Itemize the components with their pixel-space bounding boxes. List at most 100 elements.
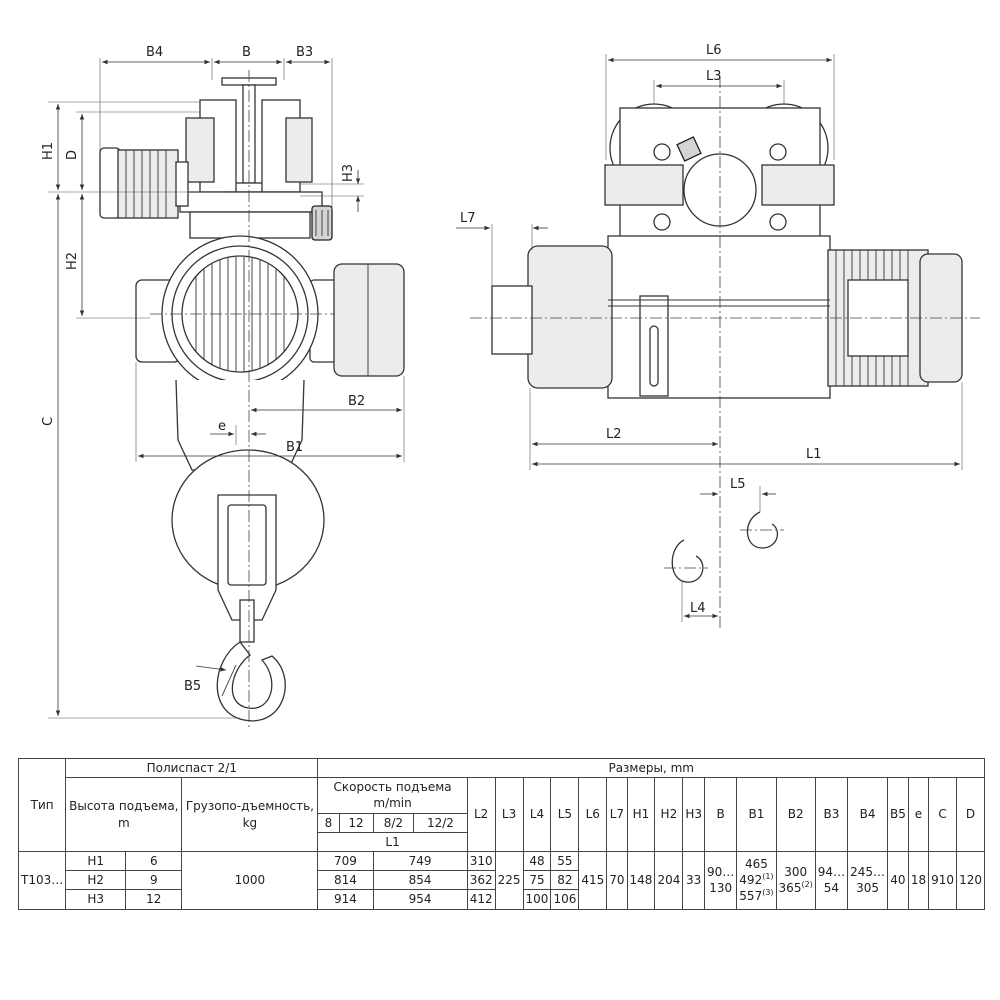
- col-b: B: [704, 777, 738, 852]
- col-l7: L7: [606, 777, 628, 852]
- side-dimensions: [456, 54, 963, 622]
- row-l1b: 749: [372, 850, 468, 872]
- col-e: e: [907, 777, 930, 852]
- col-h1: H1: [626, 777, 656, 852]
- value-b1-c: 557: [739, 889, 763, 904]
- value-d: 120: [956, 850, 985, 910]
- capacity-value: 1000: [181, 850, 319, 910]
- trolley: [179, 99, 333, 241]
- col-b3: B3: [814, 777, 849, 852]
- label-d: D: [65, 150, 80, 160]
- row-l5: 82: [550, 870, 580, 891]
- value-c: 910: [928, 850, 958, 910]
- row-l2: 310: [466, 850, 496, 872]
- label-l3: L3: [706, 69, 722, 84]
- label-l5: L5: [730, 477, 746, 492]
- col-l6: L6: [578, 777, 608, 852]
- col-l4: L4: [522, 777, 552, 852]
- value-b4-top: 245…: [850, 865, 885, 880]
- col-b5: B5: [886, 777, 909, 852]
- row-l1a: 814: [317, 870, 374, 891]
- row-h: H1: [65, 850, 127, 872]
- col-l2: L2: [466, 777, 496, 852]
- label-b4: B4: [146, 45, 163, 60]
- hook-symbols: [664, 511, 784, 583]
- row-l1a: 914: [317, 889, 374, 910]
- lift-height-header: Высота подъема, m: [65, 777, 183, 852]
- col-b1: B1: [736, 777, 777, 852]
- label-h3: H3: [341, 164, 356, 182]
- value-h1: 148: [626, 850, 656, 910]
- value-b2-b: 365: [778, 881, 802, 896]
- table-row: T103… H1 6 1000 709 749 310 225 48 55 41…: [17, 850, 985, 910]
- value-b3-bottom: 54: [823, 881, 840, 896]
- value-b4: 245…305: [847, 850, 888, 910]
- speed-12-2: 12/2: [413, 812, 468, 833]
- col-b2: B2: [775, 777, 816, 852]
- label-b: B: [242, 45, 251, 60]
- hoist-drawing: B4 B B3 H1 D H3 H2 C e B2 B1 B5: [41, 43, 980, 730]
- value-l6: 415: [578, 850, 608, 910]
- travel-motor: [99, 147, 189, 219]
- value-e: 18: [907, 850, 930, 910]
- side-trolley: [604, 103, 835, 239]
- value-b-bottom: 130: [709, 881, 733, 896]
- label-l4: L4: [690, 601, 706, 616]
- value-b5: 40: [886, 850, 909, 910]
- value-b: 90…130: [704, 850, 738, 910]
- label-l7: L7: [460, 211, 476, 226]
- value-b1-b: 492: [739, 873, 763, 888]
- front-view: B4 B B3 H1 D H3 H2 C e B2 B1 B5: [41, 45, 405, 730]
- label-l2: L2: [606, 427, 622, 442]
- spec-table: Тип Полиспаст 2/1 Размеры, mm Высота под…: [17, 757, 985, 910]
- speed-12: 12: [338, 812, 374, 833]
- label-h2: H2: [65, 252, 80, 270]
- value-l3: 225: [494, 850, 524, 910]
- label-e: e: [218, 419, 226, 434]
- value-b2-a: 300: [784, 865, 808, 880]
- side-drum: [491, 235, 963, 399]
- label-l6: L6: [706, 43, 722, 58]
- row-l5: 55: [550, 850, 580, 872]
- col-c: C: [928, 777, 958, 852]
- hook-block: [171, 449, 325, 722]
- label-b5: B5: [184, 679, 201, 694]
- label-h1: H1: [41, 142, 56, 160]
- value-b3: 94…54: [814, 850, 849, 910]
- row-l1b: 954: [372, 889, 468, 910]
- speed-header: Скорость подъема m/min: [317, 777, 468, 814]
- row-h: H3: [65, 889, 127, 910]
- value-h3: 33: [682, 850, 706, 910]
- row-l2: 362: [466, 870, 496, 891]
- note-2: (2): [801, 880, 813, 890]
- speed-8: 8: [317, 812, 340, 833]
- row-l2: 412: [466, 889, 496, 910]
- dimensions-header: Размеры, mm: [317, 757, 985, 779]
- label-b3: B3: [296, 45, 313, 60]
- value-b3-top: 94…: [817, 865, 846, 880]
- row-l5: 106: [550, 889, 580, 910]
- col-l5: L5: [550, 777, 580, 852]
- col-d: D: [956, 777, 985, 852]
- col-h3: H3: [682, 777, 706, 852]
- row-l4: 100: [522, 889, 552, 910]
- row-l1a: 709: [317, 850, 374, 872]
- row-l1b: 854: [372, 870, 468, 891]
- row-l4: 48: [522, 850, 552, 872]
- table-row: H3 12 914 954 412 100 106: [19, 889, 985, 910]
- note-3: (3): [762, 888, 774, 898]
- row-height: 9: [125, 870, 183, 891]
- label-b1: B1: [286, 440, 303, 455]
- label-c: C: [41, 417, 56, 426]
- side-view: L6 L3 L7 L2 L1 L5 L4: [456, 43, 980, 630]
- type-header: Тип: [17, 758, 67, 852]
- value-b4-bottom: 305: [856, 881, 879, 896]
- hoist-body: [135, 235, 405, 471]
- value-h2: 204: [654, 850, 684, 910]
- polispast-header: Полиспаст 2/1: [65, 757, 319, 779]
- row-h: H2: [65, 870, 127, 891]
- value-b-top: 90…: [707, 865, 735, 880]
- speed-8-2: 8/2: [372, 812, 415, 833]
